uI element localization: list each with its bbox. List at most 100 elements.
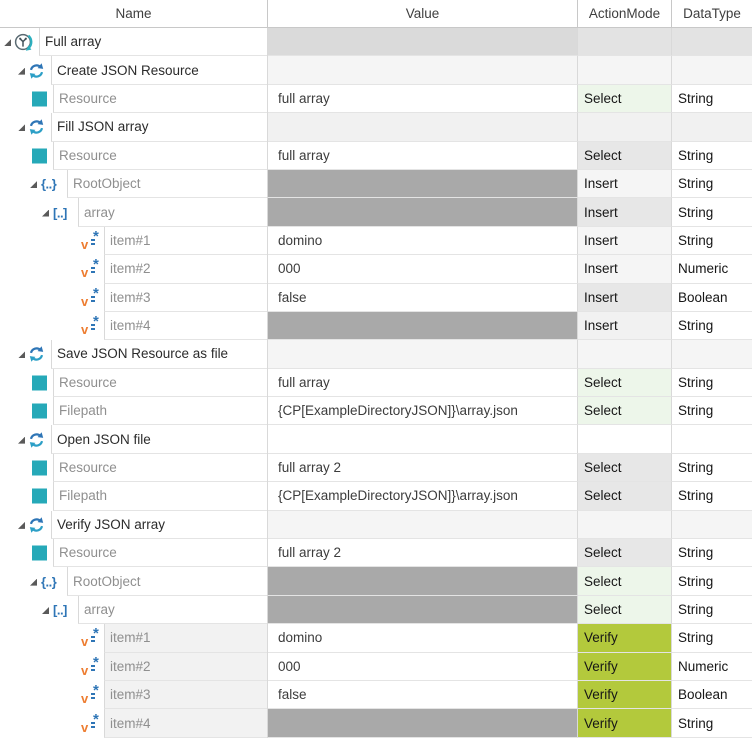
datatype-cell[interactable]: String <box>672 595 752 625</box>
expanded-triangle-icon[interactable] <box>30 578 37 586</box>
column-header-actionmode[interactable]: ActionMode <box>578 0 672 28</box>
expanded-triangle-icon[interactable] <box>4 39 11 47</box>
value-cell[interactable]: full array <box>268 368 578 398</box>
datatype-cell[interactable] <box>672 340 752 369</box>
name-cell[interactable]: v* item#3 <box>0 680 268 710</box>
name-cell[interactable]: Filepath <box>0 482 268 511</box>
datatype-cell[interactable] <box>672 113 752 142</box>
actionmode-cell[interactable]: Verify <box>578 709 672 738</box>
value-cell[interactable] <box>268 198 578 227</box>
value-cell[interactable] <box>268 56 578 85</box>
datatype-cell[interactable] <box>672 425 752 454</box>
name-cell[interactable]: Verify JSON array <box>0 510 268 540</box>
actionmode-cell[interactable]: Select <box>578 141 672 170</box>
value-cell[interactable] <box>268 169 578 199</box>
value-cell[interactable] <box>268 311 578 341</box>
name-cell[interactable]: Fill JSON array <box>0 113 268 142</box>
datatype-cell[interactable] <box>672 28 752 57</box>
actionmode-cell[interactable] <box>578 340 672 369</box>
value-cell[interactable]: {CP[ExampleDirectoryJSON]}\array.json <box>268 482 578 511</box>
name-cell[interactable]: Save JSON Resource as file <box>0 340 268 369</box>
value-cell[interactable] <box>268 510 578 540</box>
expanded-triangle-icon[interactable] <box>18 351 25 359</box>
column-header-datatype[interactable]: DataType <box>672 0 752 28</box>
name-cell[interactable]: Resource <box>0 539 268 568</box>
name-cell[interactable]: v* item#4 <box>0 709 268 738</box>
value-cell[interactable]: 000 <box>268 652 578 681</box>
value-cell[interactable]: domino <box>268 624 578 653</box>
datatype-cell[interactable]: String <box>672 169 752 199</box>
name-cell[interactable]: v* item#1 <box>0 226 268 256</box>
name-cell[interactable]: v* item#4 <box>0 311 268 341</box>
value-cell[interactable]: full array 2 <box>268 539 578 568</box>
value-cell[interactable] <box>268 709 578 738</box>
actionmode-cell[interactable]: Select <box>578 482 672 511</box>
value-cell[interactable]: false <box>268 680 578 710</box>
name-cell[interactable]: Resource <box>0 368 268 398</box>
datatype-cell[interactable]: String <box>672 624 752 653</box>
actionmode-cell[interactable] <box>578 28 672 57</box>
actionmode-cell[interactable]: Select <box>578 368 672 398</box>
column-header-name[interactable]: Name <box>0 0 268 28</box>
value-cell[interactable] <box>268 425 578 454</box>
actionmode-cell[interactable]: Insert <box>578 311 672 341</box>
expanded-triangle-icon[interactable] <box>18 124 25 132</box>
actionmode-cell[interactable]: Insert <box>578 169 672 199</box>
actionmode-cell[interactable] <box>578 56 672 85</box>
actionmode-cell[interactable]: Select <box>578 397 672 426</box>
value-cell[interactable]: false <box>268 283 578 312</box>
datatype-cell[interactable]: String <box>672 482 752 511</box>
datatype-cell[interactable]: Numeric <box>672 652 752 681</box>
column-header-value[interactable]: Value <box>268 0 578 28</box>
name-cell[interactable]: v* item#2 <box>0 255 268 284</box>
actionmode-cell[interactable]: Select <box>578 84 672 114</box>
actionmode-cell[interactable]: Select <box>578 539 672 568</box>
value-cell[interactable] <box>268 567 578 596</box>
datatype-cell[interactable]: String <box>672 141 752 170</box>
expanded-triangle-icon[interactable] <box>18 521 25 529</box>
actionmode-cell[interactable] <box>578 510 672 540</box>
value-cell[interactable]: full array <box>268 141 578 170</box>
name-cell[interactable]: {..} RootObject <box>0 567 268 596</box>
actionmode-cell[interactable] <box>578 113 672 142</box>
actionmode-cell[interactable]: Verify <box>578 624 672 653</box>
value-cell[interactable] <box>268 340 578 369</box>
value-cell[interactable] <box>268 595 578 625</box>
datatype-cell[interactable]: String <box>672 709 752 738</box>
expanded-triangle-icon[interactable] <box>42 607 49 614</box>
actionmode-cell[interactable]: Insert <box>578 255 672 284</box>
actionmode-cell[interactable]: Verify <box>578 680 672 710</box>
datatype-cell[interactable] <box>672 56 752 85</box>
name-cell[interactable]: v* item#2 <box>0 652 268 681</box>
expanded-triangle-icon[interactable] <box>42 209 49 217</box>
name-cell[interactable]: Resource <box>0 84 268 114</box>
datatype-cell[interactable]: String <box>672 453 752 483</box>
datatype-cell[interactable]: Numeric <box>672 255 752 284</box>
value-cell[interactable] <box>268 113 578 142</box>
datatype-cell[interactable]: Boolean <box>672 283 752 312</box>
value-cell[interactable] <box>268 28 578 57</box>
actionmode-cell[interactable]: Select <box>578 595 672 625</box>
value-cell[interactable]: full array 2 <box>268 453 578 483</box>
value-cell[interactable]: domino <box>268 226 578 256</box>
datatype-cell[interactable]: Boolean <box>672 680 752 710</box>
name-cell[interactable]: Filepath <box>0 397 268 426</box>
expanded-triangle-icon[interactable] <box>30 181 37 189</box>
actionmode-cell[interactable]: Verify <box>578 652 672 681</box>
datatype-cell[interactable] <box>672 510 752 540</box>
name-cell[interactable]: Resource <box>0 453 268 483</box>
datatype-cell[interactable]: String <box>672 539 752 568</box>
value-cell[interactable]: {CP[ExampleDirectoryJSON]}\array.json <box>268 397 578 426</box>
actionmode-cell[interactable]: Insert <box>578 226 672 256</box>
value-cell[interactable]: 000 <box>268 255 578 284</box>
actionmode-cell[interactable] <box>578 425 672 454</box>
value-cell[interactable]: full array <box>268 84 578 114</box>
name-cell[interactable]: v* item#3 <box>0 283 268 312</box>
datatype-cell[interactable]: String <box>672 84 752 114</box>
actionmode-cell[interactable]: Select <box>578 453 672 483</box>
datatype-cell[interactable]: String <box>672 368 752 398</box>
expanded-triangle-icon[interactable] <box>18 67 25 75</box>
name-cell[interactable]: {..} RootObject <box>0 169 268 199</box>
name-cell[interactable]: [..] array <box>0 595 268 625</box>
actionmode-cell[interactable]: Select <box>578 567 672 596</box>
